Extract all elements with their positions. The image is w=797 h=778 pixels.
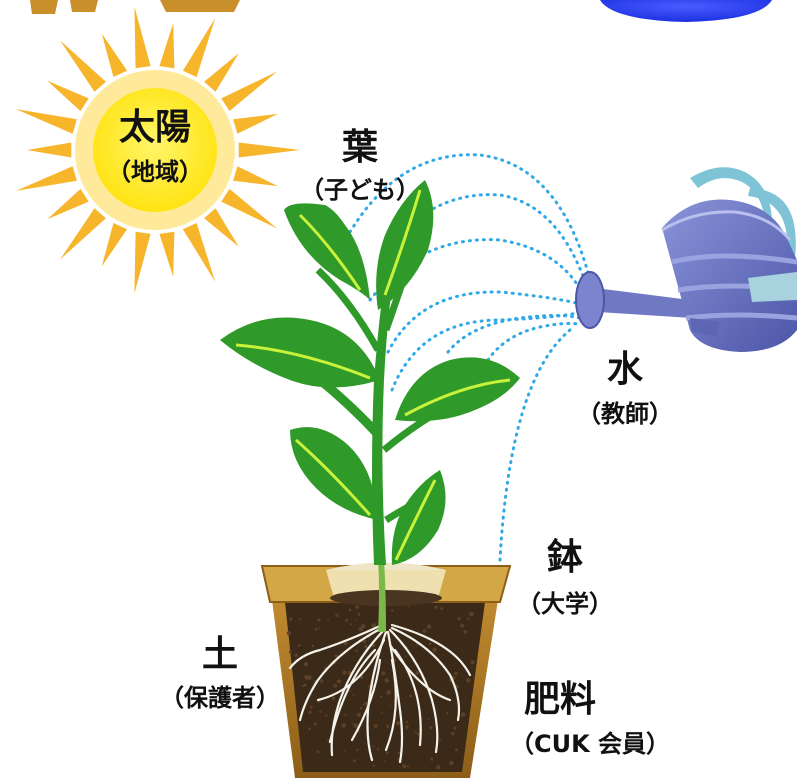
water-sublabel: （教師） bbox=[577, 400, 673, 428]
fertilizer-sublabel: （CUK 会員） bbox=[509, 730, 671, 758]
sun-sublabel: （地域） bbox=[107, 158, 203, 186]
sun-icon bbox=[15, 6, 300, 294]
pot-label: 鉢 bbox=[546, 537, 583, 578]
sun-label: 太陽 bbox=[118, 107, 191, 148]
watering-can-icon bbox=[575, 167, 797, 352]
soil-sublabel: （保護者） bbox=[160, 684, 280, 712]
title-fragment-decoration bbox=[30, 0, 240, 14]
leaf-label: 葉 bbox=[341, 127, 378, 168]
soil-label: 土 bbox=[201, 634, 238, 675]
pot-icon bbox=[260, 562, 512, 778]
water-stream bbox=[348, 153, 592, 562]
pot-sublabel: （大学） bbox=[517, 590, 613, 618]
plant-icon bbox=[220, 180, 520, 632]
leaf-sublabel: （子ども） bbox=[300, 176, 420, 204]
blue-circle-decoration bbox=[600, 0, 772, 22]
plant-roots bbox=[288, 623, 472, 764]
fertilizer-label: 肥料 bbox=[523, 679, 596, 720]
water-label: 水 bbox=[606, 349, 643, 390]
